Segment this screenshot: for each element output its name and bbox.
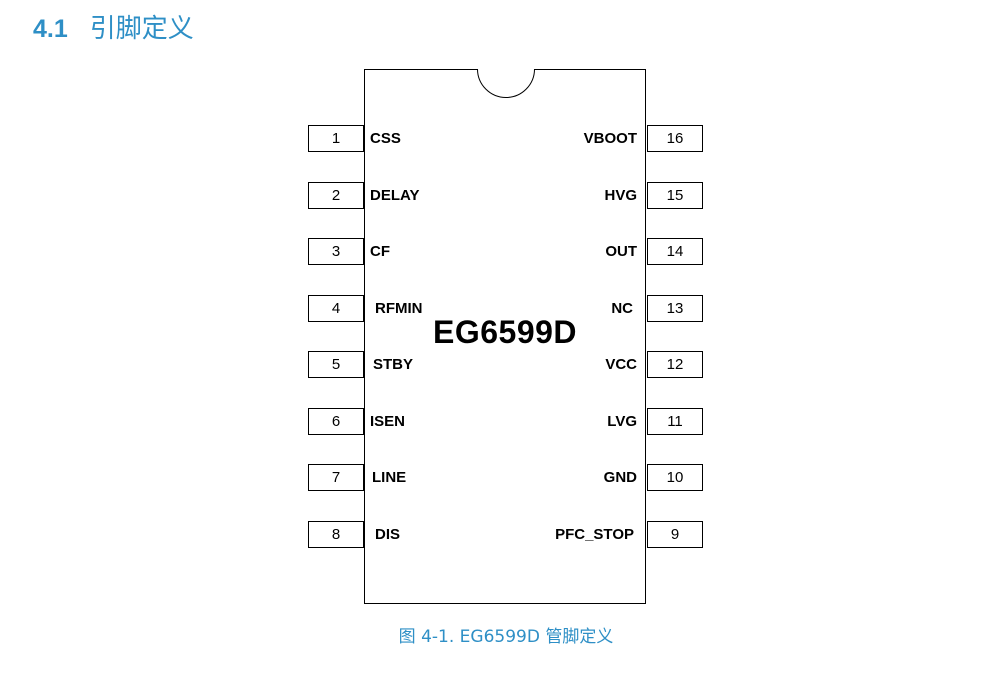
- pin-number-box: 8: [308, 521, 364, 548]
- pin-number-box: 1: [308, 125, 364, 152]
- pin-number-box: 4: [308, 295, 364, 322]
- pin-label: CF: [370, 243, 390, 260]
- pin-number-box: 2: [308, 182, 364, 209]
- pin-number-box: 15: [647, 182, 703, 209]
- section-number: 4.1: [33, 15, 68, 43]
- pin-number-box: 16: [647, 125, 703, 152]
- pin-number-box: 10: [647, 464, 703, 491]
- pin-number-box: 14: [647, 238, 703, 265]
- pin-label: OUT: [605, 243, 637, 260]
- pin-label: DIS: [375, 526, 401, 543]
- pin-label: ISEN: [370, 413, 406, 430]
- section-title: 引脚定义: [89, 14, 194, 44]
- pin-label: VCC: [605, 356, 637, 373]
- pin-label: NC: [611, 300, 633, 317]
- pin-label: HVG: [604, 187, 637, 204]
- pin-label: RFMIN: [375, 300, 423, 317]
- figure-caption: 图 4-1. EG6599D 管脚定义: [398, 627, 614, 647]
- pin-number-box: 9: [647, 521, 703, 548]
- pin-label: STBY: [373, 356, 414, 373]
- pin-number-box: 3: [308, 238, 364, 265]
- pin-number-box: 12: [647, 351, 703, 378]
- pin-number-box: 13: [647, 295, 703, 322]
- pin-label: PFC_STOP: [555, 526, 634, 543]
- section-heading: 4.1 引脚定义: [33, 8, 194, 44]
- pin-label: LVG: [607, 413, 637, 430]
- pin-number-box: 11: [647, 408, 703, 435]
- chip-body: EG6599D: [364, 38, 646, 604]
- pin-number-box: 5: [308, 351, 364, 378]
- chip-name: EG6599D: [432, 314, 578, 350]
- pin-label: GND: [603, 469, 637, 486]
- pin-number-box: 6: [308, 408, 364, 435]
- pin-label: CSS: [370, 130, 401, 147]
- pin-number-box: 7: [308, 464, 364, 491]
- pin-label: LINE: [372, 469, 407, 486]
- pin-label: DELAY: [370, 187, 420, 204]
- pin-label: VBOOT: [583, 130, 637, 147]
